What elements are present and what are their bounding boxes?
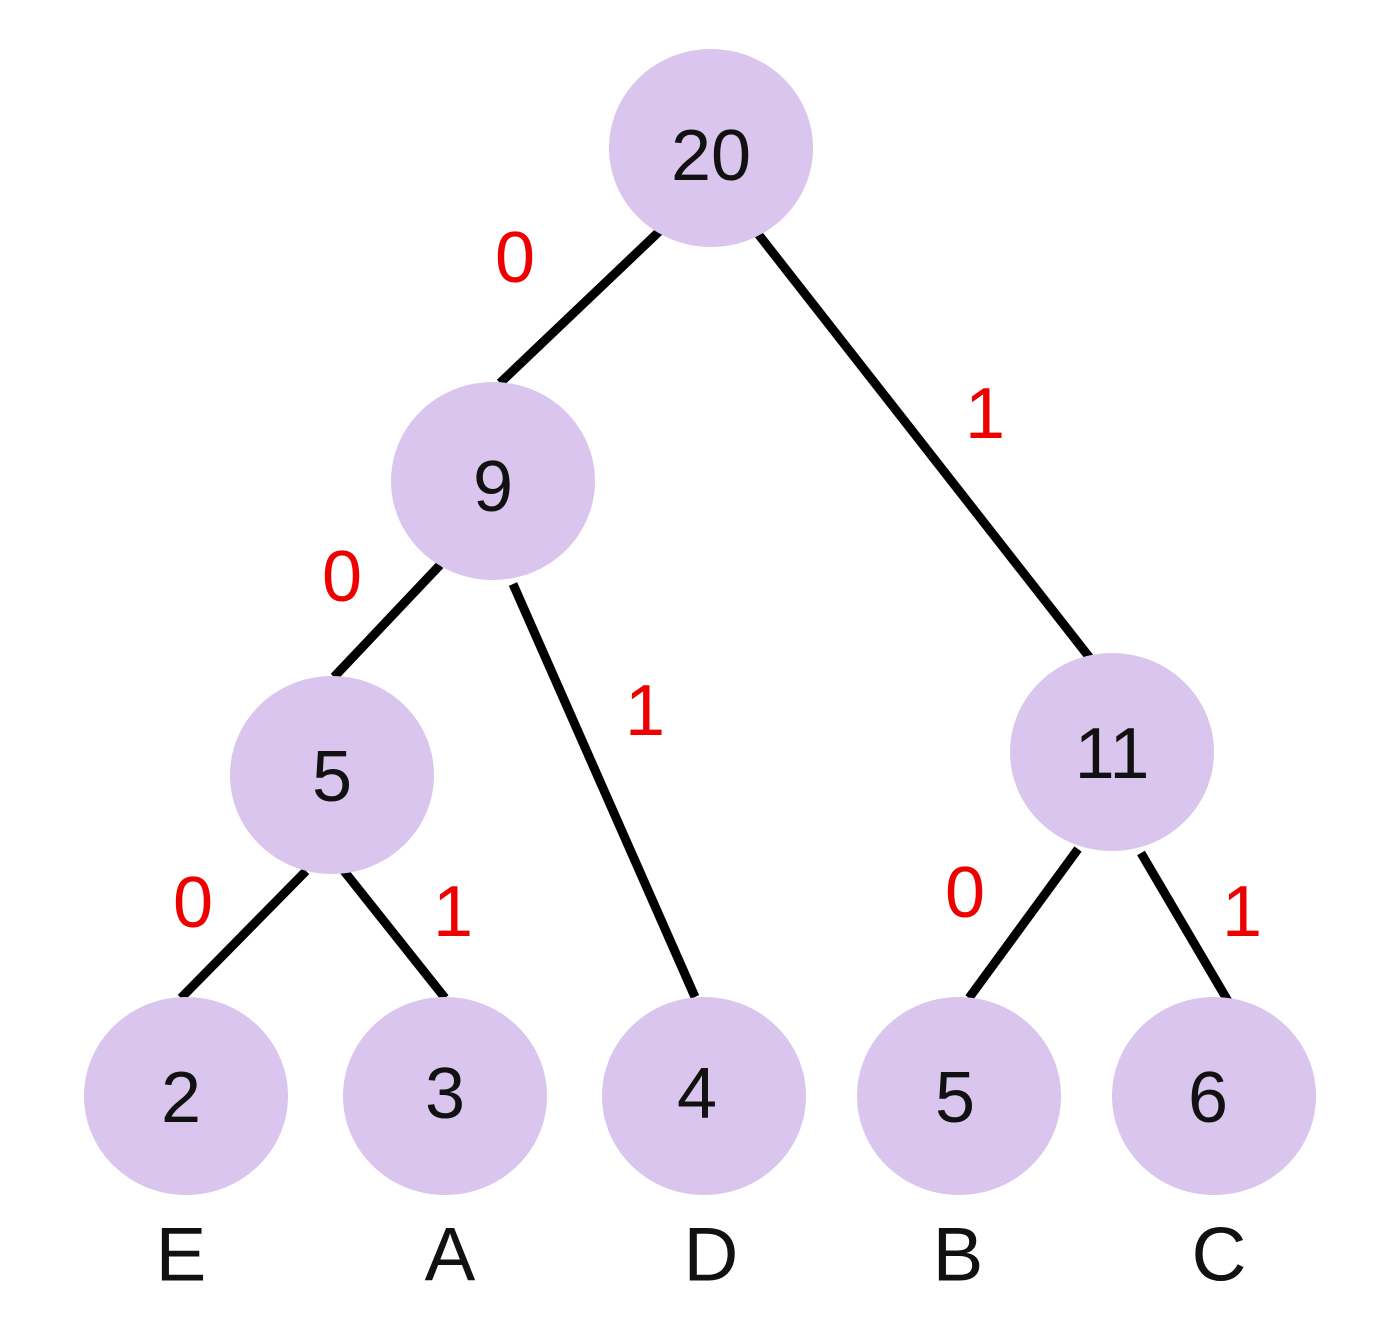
node-11-value: 11 [1075,714,1150,794]
node-5-circle [230,676,434,874]
node-11: 11 [1010,653,1214,851]
edge-root-to-11 [751,227,1101,670]
leaf-label-d: D [684,1213,739,1298]
edge-11-to-leaf-c [1137,850,1232,1004]
leaf-node-b: 5 [857,997,1061,1195]
leaf-node-a-value: 3 [425,1054,465,1134]
leaf-node-b-value: 5 [935,1058,975,1138]
leaf-node-d-value: 4 [677,1054,717,1134]
node-9: 9 [391,382,595,580]
leaf-node-a-circle [343,997,547,1195]
leaf-node-b-circle [857,997,1061,1195]
leaf-label-e: E [156,1213,207,1298]
edge-bit-5-to-leaf-e: 0 [173,863,213,943]
edge-bit-11-to-leaf-b: 0 [945,853,985,933]
node-11-circle [1010,653,1214,851]
edge-bit-root-to-11: 1 [965,374,1005,454]
edge-5-to-leaf-e [177,867,310,1002]
leaf-node-e-value: 2 [161,1058,201,1138]
leaf-node-e-circle [84,997,288,1195]
leaf-node-d: 4 [602,997,806,1195]
leaf-node-c: 6 [1112,997,1316,1195]
edge-5-to-leaf-a [340,868,449,1001]
node-root: 20 [609,49,813,247]
edge-bit-9-to-5: 0 [322,537,362,617]
leaf-node-e: 2 [84,997,288,1195]
edge-root-to-9 [496,220,671,387]
edge-9-to-leaf-d [508,582,700,999]
leaf-node-a: 3 [343,997,547,1195]
node-9-value: 9 [473,447,513,527]
leaf-node-c-circle [1112,997,1316,1195]
edge-bit-11-to-leaf-c: 1 [1222,872,1262,952]
edge-bit-root-to-9: 0 [495,218,535,298]
leaf-node-c-value: 6 [1188,1058,1228,1138]
leaf-label-c: C [1192,1213,1247,1298]
node-9-circle [391,382,595,580]
edge-9-to-5 [330,561,444,681]
leaf-label-b: B [933,1213,984,1298]
leaf-node-d-circle [602,997,806,1195]
edge-11-to-leaf-b [965,846,1082,1001]
node-5-value: 5 [312,737,352,817]
node-root-circle [609,49,813,247]
edge-bit-9-to-leaf-d: 1 [625,671,665,751]
node-5: 5 [230,676,434,874]
edge-bit-5-to-leaf-a: 1 [433,872,473,952]
leaf-label-a: A [425,1213,476,1298]
node-root-value: 20 [671,116,751,196]
